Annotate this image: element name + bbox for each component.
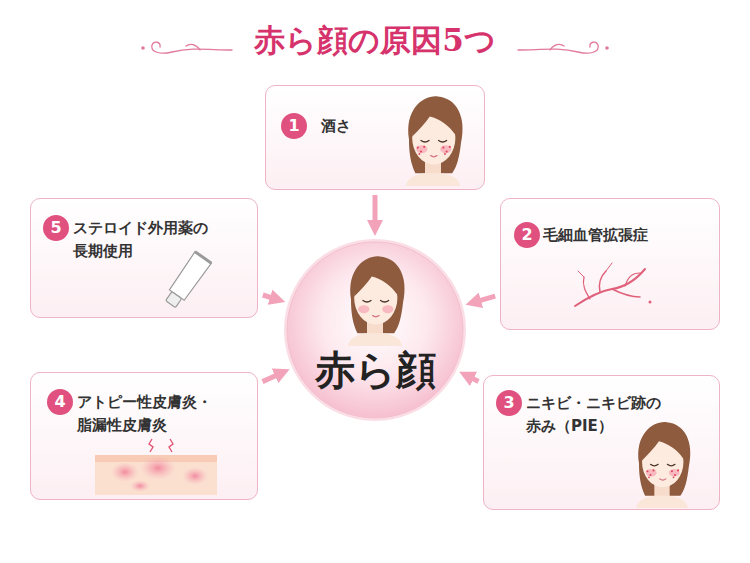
number-label: 5 [50, 220, 61, 236]
text-area: 酒さ [321, 115, 441, 138]
cause-box: 毛細血管拡張症 2 [500, 198, 720, 330]
flow-arrow [263, 295, 275, 299]
cause-box: ステロイド外用薬の 長期使用 5 [30, 198, 258, 318]
callout-number: 4 [47, 389, 73, 415]
diagram-title: 赤ら顔の原因5つ [0, 20, 750, 60]
callout-number: 1 [281, 113, 307, 139]
number-disc [43, 215, 69, 241]
text-area: 毛細血管拡張症 [543, 224, 713, 247]
cause-box: アトピー性皮膚炎・ 脂漏性皮膚炎 4 [30, 372, 258, 500]
callout-number: 2 [514, 222, 540, 248]
text-area: アトピー性皮膚炎・ 脂漏性皮膚炎 [77, 391, 252, 438]
number-label: 2 [521, 227, 532, 243]
cause-box: 酒さ 1 [265, 85, 485, 190]
ornament-swirl [152, 42, 232, 53]
text-area: 1 [281, 113, 307, 139]
ornament-dot [605, 46, 609, 50]
text-area: 5 [43, 215, 69, 241]
flow-arrow [263, 374, 280, 382]
ornament-dot [141, 46, 145, 50]
text-area: 2 [514, 222, 540, 248]
circle-glow [284, 239, 466, 421]
cause-label: アトピー性皮膚炎・ 脂漏性皮膚炎 [77, 391, 252, 438]
cause-box: ニキビ・ニキビ跡の 赤み（PIE） 3 [483, 375, 720, 510]
text-area: ニキビ・ニキビ跡の 赤み（PIE） [526, 392, 686, 439]
ornament-swirl [186, 44, 200, 50]
ornament-mirror [518, 42, 609, 53]
result-circle: 赤ら顔 [287, 242, 463, 418]
flow-arrow [476, 296, 495, 301]
number-disc [514, 222, 540, 248]
callout-number: 3 [496, 390, 522, 416]
cause-label: ニキビ・ニキビ跡の 赤み（PIE） [526, 392, 686, 439]
circle-fill [287, 242, 463, 418]
flow-arrow [469, 377, 478, 382]
text-area: 4 [47, 389, 73, 415]
number-label: 1 [288, 118, 299, 134]
text-area: 3 [496, 390, 522, 416]
result-label: 赤ら顔 [287, 346, 463, 394]
number-disc [281, 113, 307, 139]
cause-label: 毛細血管拡張症 [543, 224, 713, 247]
ornament-swirl [518, 42, 598, 53]
number-label: 3 [503, 395, 514, 411]
cause-label: ステロイド外用薬の 長期使用 [73, 217, 253, 264]
number-disc [496, 390, 522, 416]
number-disc [47, 389, 73, 415]
cause-label: 酒さ [321, 115, 441, 138]
text-area: 赤ら顔 [287, 346, 463, 394]
text-area: ステロイド外用薬の 長期使用 [73, 217, 253, 264]
ornament-swirl [550, 44, 564, 50]
callout-number: 5 [43, 215, 69, 241]
number-label: 4 [54, 394, 65, 410]
flow-arrow [373, 195, 378, 225]
